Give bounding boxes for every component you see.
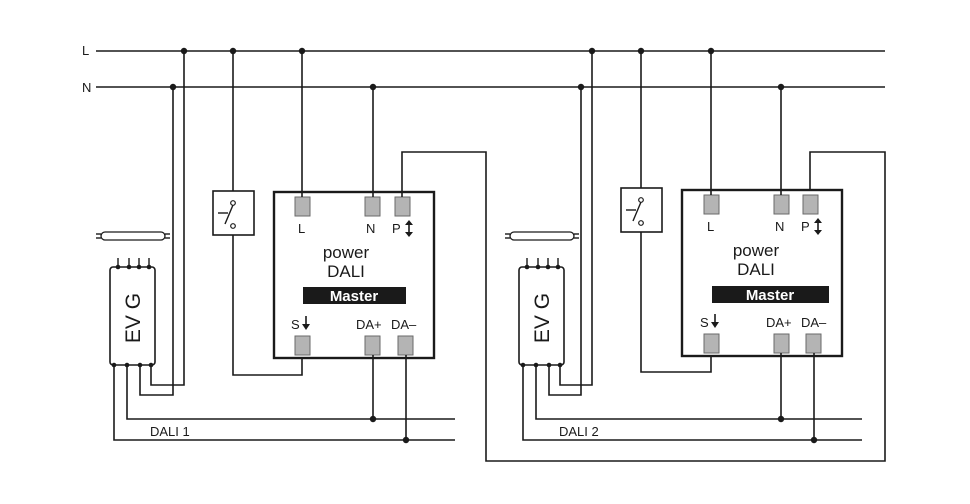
terminal-l	[703, 194, 720, 215]
term-da-plus-label: DA+	[766, 315, 792, 330]
p-link-wire	[401, 151, 886, 462]
term-l-label: L	[707, 219, 714, 234]
ballast-2-label: EV G	[531, 293, 554, 343]
terminal-l	[294, 196, 311, 217]
circuit-2: EV G L N P	[505, 47, 862, 444]
push-button-switch-2	[620, 187, 663, 233]
ballast-2-l-wire	[559, 51, 593, 386]
terminal-da-minus	[397, 335, 414, 356]
dali-2-minus-line	[522, 365, 862, 441]
ballast-1-l-wire	[150, 51, 185, 386]
dali-2-plus-line	[535, 365, 862, 420]
terminal-p	[394, 196, 411, 217]
dali-1-minus-line	[113, 365, 455, 441]
module-2-master-label: Master	[746, 287, 795, 304]
terminal-n	[773, 194, 790, 215]
bus-n-label: N	[82, 80, 91, 95]
bidirectional-arrow-icon	[814, 218, 822, 235]
ballast-2-n-wire	[548, 87, 582, 396]
push-button-switch-1	[212, 190, 255, 236]
power-dali-master-1: L N P power DALI Master S DA+ DA–	[272, 190, 436, 360]
term-s-label: S	[291, 317, 300, 332]
down-arrow-icon	[711, 314, 719, 328]
term-p-label: P	[392, 221, 401, 236]
terminal-n	[364, 196, 381, 217]
terminal-da-minus	[805, 333, 822, 354]
module-2-power-label: power	[733, 241, 780, 260]
terminal-da-plus	[773, 333, 790, 354]
terminal-da-plus	[364, 335, 381, 356]
power-dali-master-2: L N P power DALI Master S DA+ DA–	[680, 188, 844, 358]
lamp-tube-icon	[505, 231, 579, 241]
dali-1-label: DALI 1	[150, 424, 190, 439]
ballast-1-n-wire	[139, 87, 174, 396]
term-p-label: P	[801, 219, 810, 234]
term-da-minus-label: DA–	[391, 317, 417, 332]
module-1-dali-label: DALI	[327, 262, 365, 281]
module-1-master-label: Master	[330, 288, 379, 305]
term-n-label: N	[775, 219, 784, 234]
down-arrow-icon	[302, 316, 310, 330]
term-da-plus-label: DA+	[356, 317, 382, 332]
term-n-label: N	[366, 221, 375, 236]
ballast-1-label: EV G	[122, 293, 145, 343]
module-2-dali-label: DALI	[737, 260, 775, 279]
terminal-s	[294, 335, 311, 356]
ballast-2: EV G	[518, 258, 565, 368]
circuit-1: EV G L N P	[96, 47, 455, 444]
term-da-minus-label: DA–	[801, 315, 827, 330]
switch-1-s-wire	[232, 235, 303, 376]
dali-2-label: DALI 2	[559, 424, 599, 439]
terminal-p	[802, 194, 819, 215]
term-l-label: L	[298, 221, 305, 236]
lamp-tube-icon	[96, 231, 170, 241]
ballast-1: EV G	[109, 258, 156, 368]
terminal-s	[703, 333, 720, 354]
switch-2-s-wire	[640, 232, 712, 373]
bus-l-label: L	[82, 43, 89, 58]
dali-1-plus-line	[126, 365, 455, 420]
module-1-power-label: power	[323, 243, 370, 262]
bidirectional-arrow-icon	[405, 220, 413, 237]
term-s-label: S	[700, 315, 709, 330]
